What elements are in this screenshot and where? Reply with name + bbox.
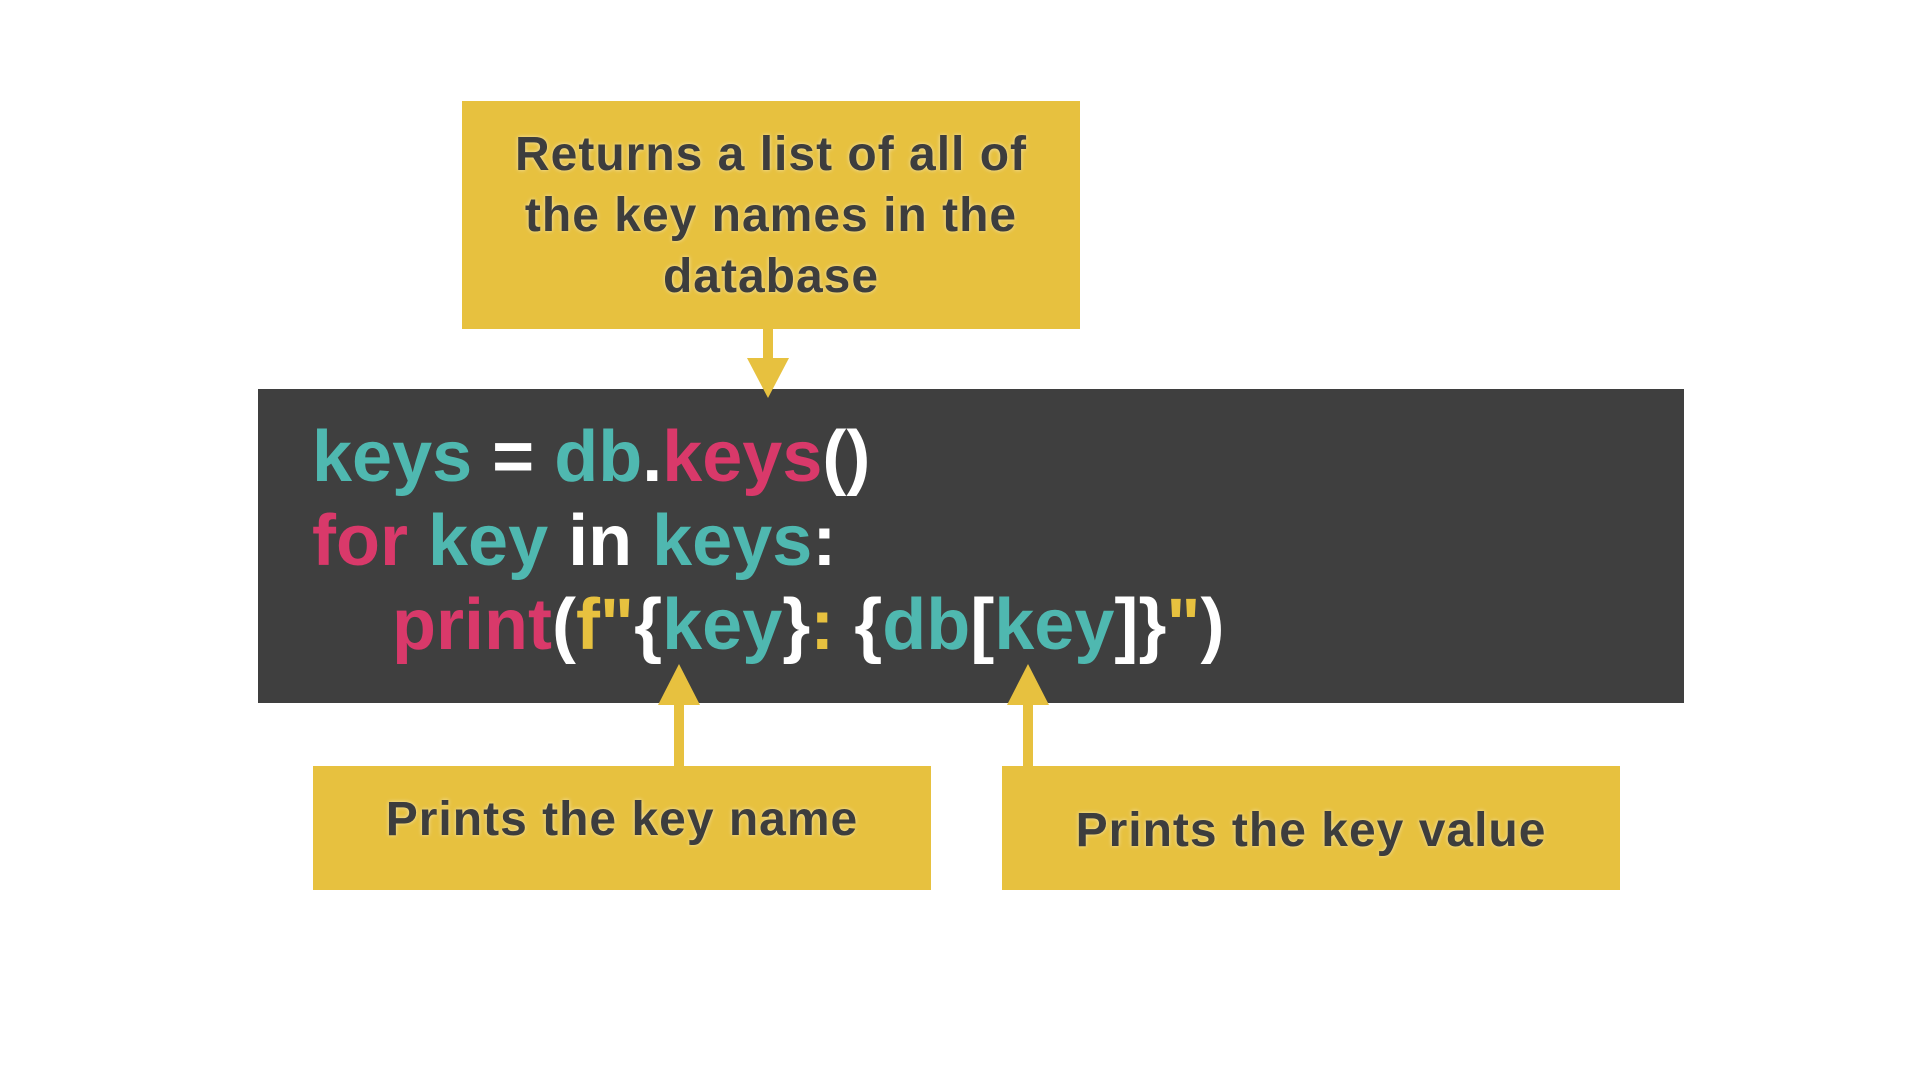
code-token: : [812,501,837,581]
code-token: = [472,417,555,497]
code-token: . [642,417,663,497]
code-token: { [634,585,663,665]
code-token: : [810,585,855,665]
code-token: keys [312,417,473,497]
code-token: " [1166,585,1201,665]
code-token: [ [970,585,995,665]
code-token: ]} [1114,585,1167,665]
callout-keys-method: Returns a list of all of the key names i… [462,101,1080,329]
code-token: ) [1200,585,1225,665]
code-token [408,501,428,581]
code-token: for [312,501,408,581]
code-token: ( [551,585,576,665]
code-block: keys = db.keys() for key in keys: print(… [258,389,1684,703]
code-token: in [548,501,653,581]
arrow-down-icon [747,329,789,398]
code-token: print [392,585,552,665]
code-line-2: for key in keys: [312,499,1684,583]
code-token: db [882,585,971,665]
code-token: { [854,585,883,665]
code-token: f" [575,585,635,665]
code-line-3: print(f"{key}: {db[key]}") [312,583,1684,667]
code-token: keys [652,501,813,581]
code-token: () [822,417,871,497]
code-token: } [782,585,811,665]
code-line-1: keys = db.keys() [312,415,1684,499]
code-token: key [662,585,783,665]
callout-key-value: Prints the key value [1002,766,1620,890]
code-token: key [994,585,1115,665]
code-token: key [428,501,549,581]
code-token: db [554,417,643,497]
code-token: keys [662,417,823,497]
callout-key-name: Prints the key name [313,766,931,890]
